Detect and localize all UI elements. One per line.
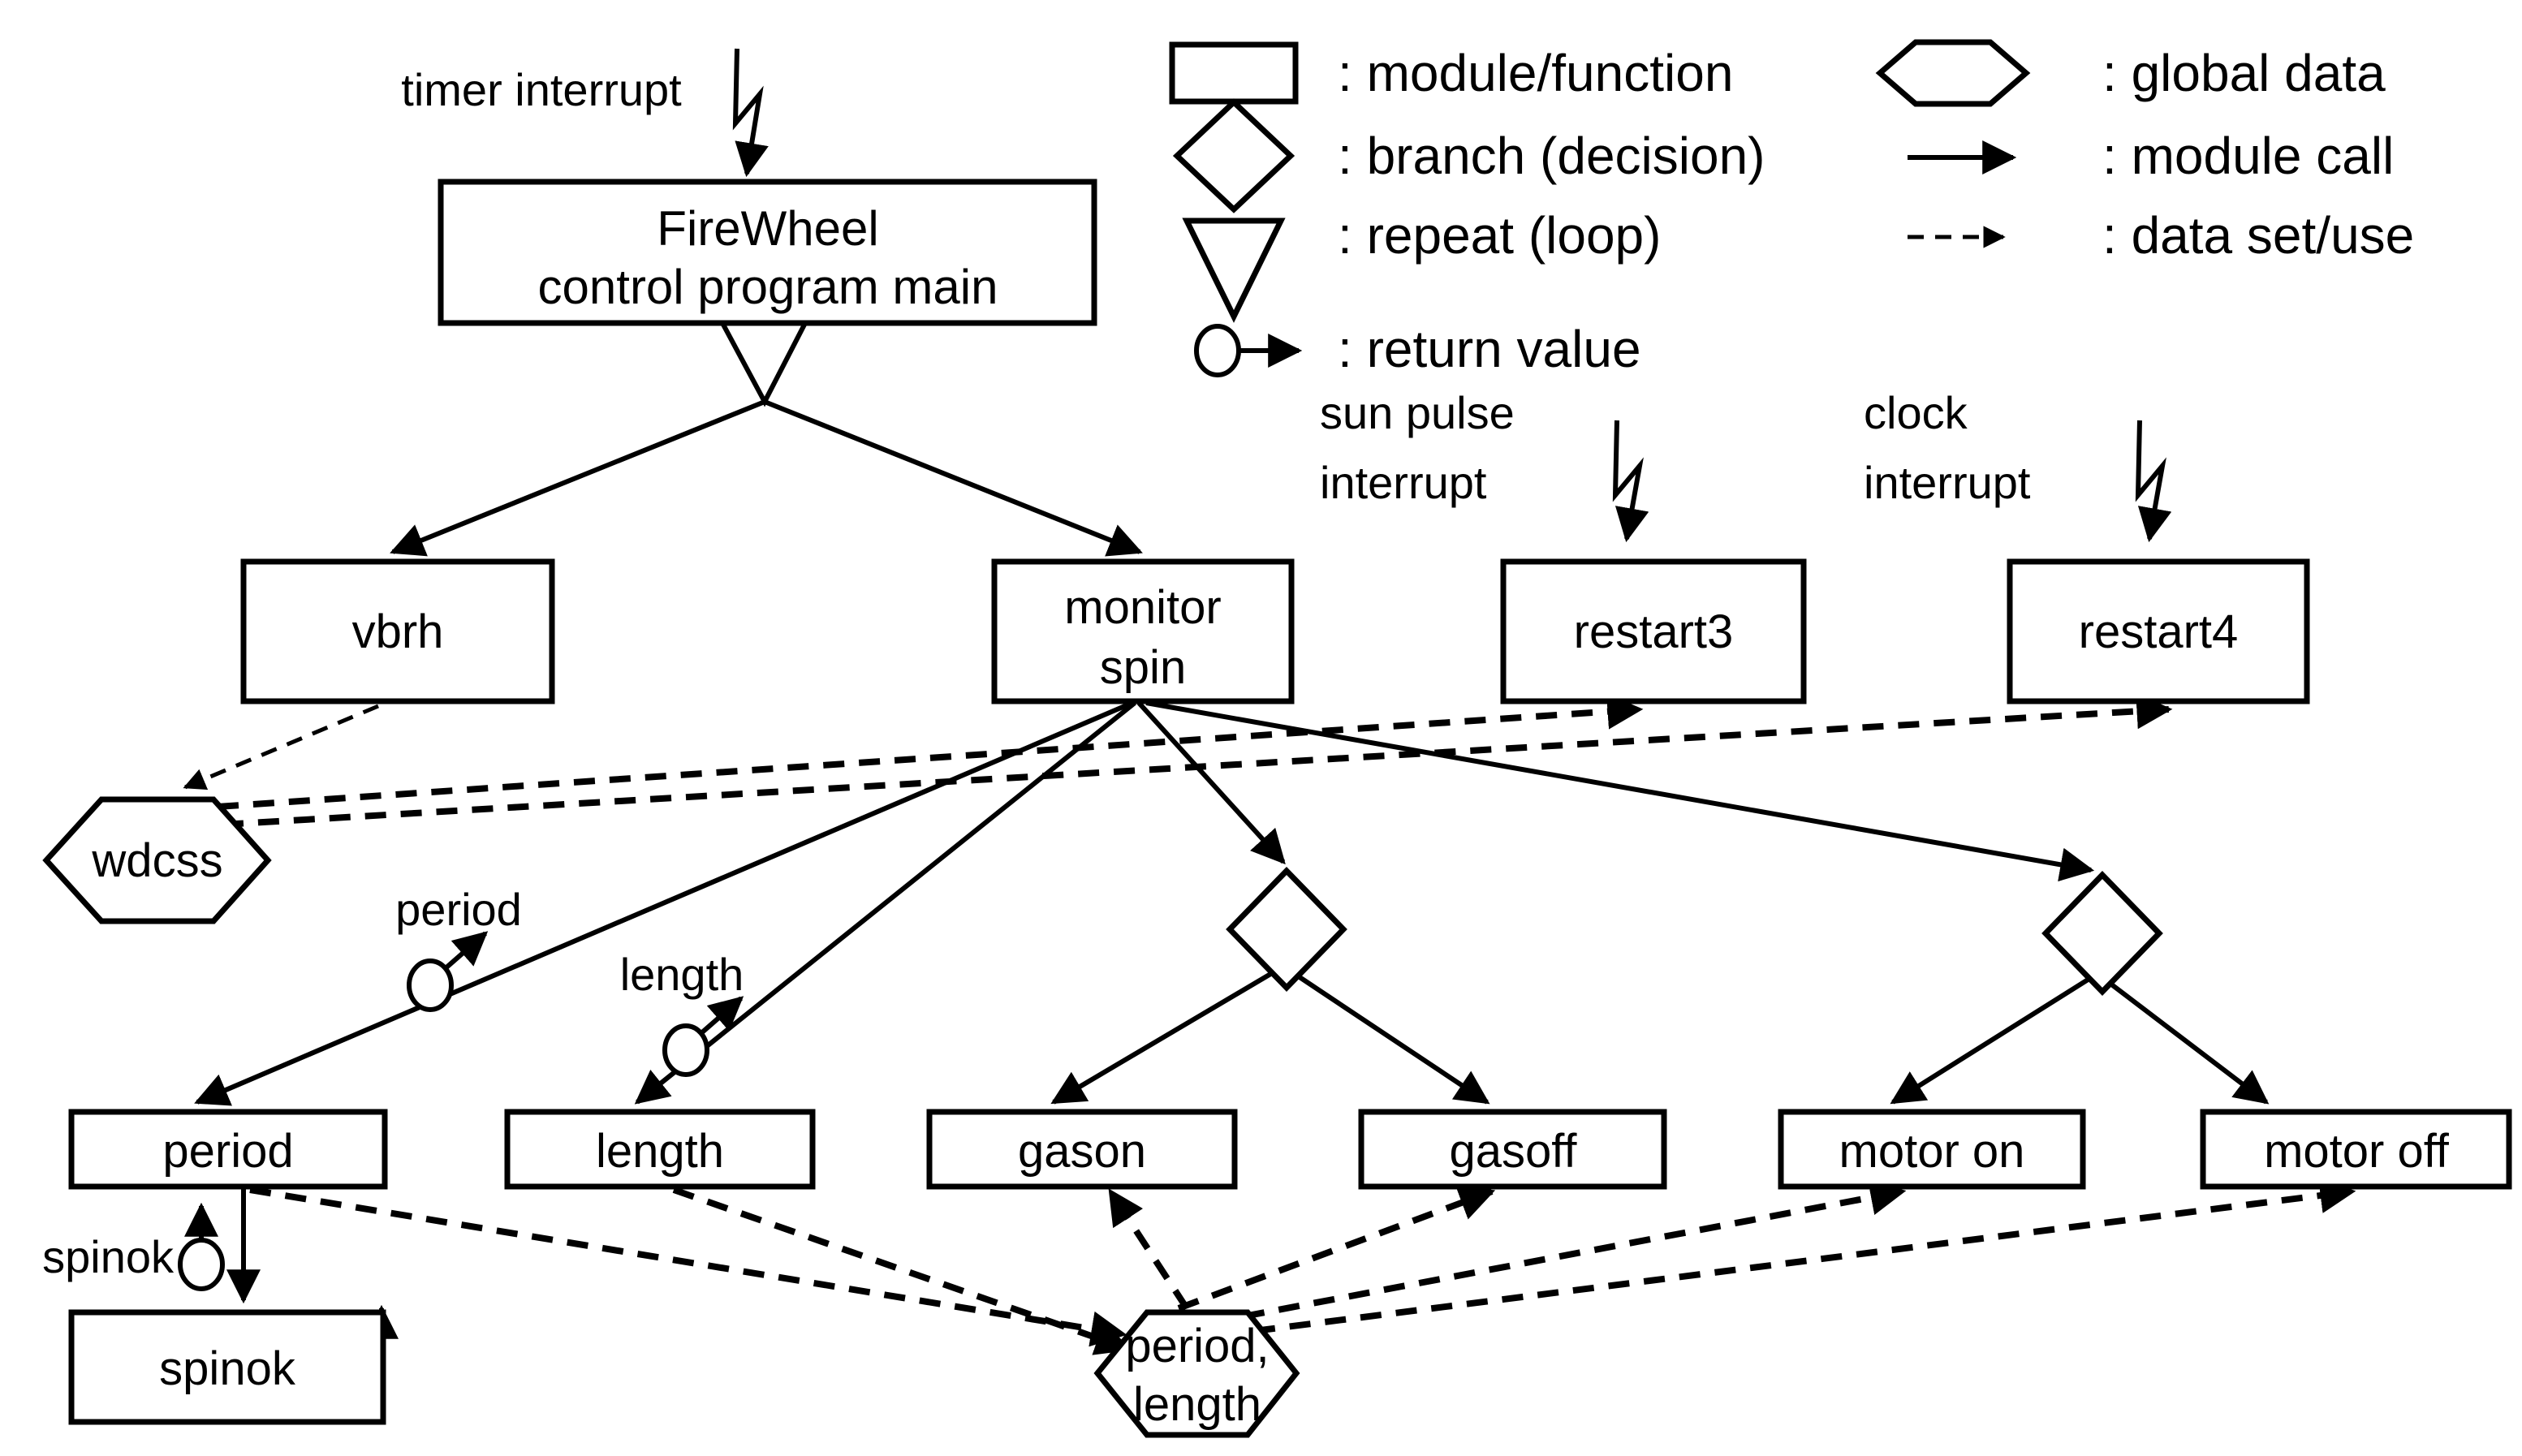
edge-globaldata-to-motor-on (1243, 1179, 1907, 1320)
sun-pulse-label-line1: sun pulse (1320, 387, 1515, 438)
node-period-length-label-line1: period, (1125, 1320, 1269, 1372)
node-spinok (68, 1309, 386, 1425)
node-wdcss-label: wdcss (91, 834, 222, 887)
node-gasoff-label: gasoff (1450, 1125, 1578, 1178)
legend-modulecall-label: : module call (2102, 127, 2394, 185)
node-restart3 (1500, 558, 1807, 704)
node-firewheel-main-label-line2: control program main (538, 260, 998, 314)
return-length-icon (662, 1023, 709, 1077)
node-period-length-label-line2: length (1133, 1378, 1261, 1431)
return-length-arrow (701, 996, 744, 1035)
node-period-length-globaldata (1093, 1309, 1300, 1438)
node-period-label: period (162, 1125, 293, 1178)
node-motor-off-label: motor off (2264, 1125, 2450, 1178)
return-spinok-label: spinok (42, 1231, 175, 1282)
interrupt-annotations: timer interrupt sun pulse interrupt cloc… (401, 48, 2172, 543)
sun-pulse-lightning-icon (1612, 420, 1649, 543)
timer-interrupt-label: timer interrupt (401, 64, 682, 115)
legend-repeat-label: : repeat (loop) (1338, 206, 1661, 265)
motor-branch-decision-icon (2041, 870, 2163, 997)
edge-monitor-to-motor-branch (1145, 700, 2095, 882)
node-length (504, 1109, 816, 1190)
edge-wdcss-to-restart3 (217, 693, 1644, 810)
edge-vbrh-to-wdcss (183, 704, 379, 790)
node-motor-on-label: motor on (1839, 1125, 2025, 1178)
node-restart4 (2007, 558, 2310, 704)
legend-repeat-icon (1182, 218, 1286, 323)
legend-branch-icon (1172, 98, 1295, 213)
node-gason (926, 1109, 1238, 1190)
node-gason-label: gason (1018, 1125, 1146, 1178)
timer-lightning-icon (732, 48, 769, 178)
clock-label-line1: clock (1864, 387, 1968, 438)
legend-branch-label: : branch (decision) (1338, 127, 1765, 185)
legend-module-label: : module/function (1338, 44, 1733, 102)
clock-lightning-icon (2135, 420, 2172, 543)
return-period-label: period (395, 884, 522, 935)
legend-globaldata-label: : global data (2102, 44, 2386, 102)
node-period (68, 1109, 388, 1190)
edge-wdcss-to-restart4 (222, 693, 2173, 828)
clock-label-line2: interrupt (1864, 457, 2031, 508)
gas-branch-decision-icon (1226, 866, 1347, 993)
sun-pulse-label-line2: interrupt (1320, 457, 1487, 508)
node-monitor-spin-label-line2: spin (1100, 641, 1186, 694)
loop-vee-main (720, 321, 808, 407)
legend-module-icon (1169, 41, 1299, 105)
node-vbrh-label: vbrh (352, 605, 444, 658)
node-monitor-spin (991, 558, 1295, 704)
return-spinok-icon (178, 1238, 225, 1291)
edge-main-to-monitor-spin (763, 399, 1143, 557)
return-length-label: length (620, 949, 744, 1000)
edge-globaldata-to-gasoff (1177, 1186, 1496, 1312)
node-motor-off (2200, 1109, 2512, 1190)
edge-length-to-globaldata (672, 1187, 1132, 1355)
node-restart4-label: restart4 (2079, 605, 2239, 658)
edge-period-to-globaldata (249, 1187, 1127, 1347)
node-motor-on (1778, 1109, 2086, 1190)
edge-monitor-to-period (194, 700, 1134, 1106)
node-firewheel-main (438, 179, 1097, 326)
return-period-icon (407, 958, 454, 1012)
legend-datasetuse-label: : data set/use (2102, 206, 2414, 265)
edge-monitor-to-length (634, 700, 1136, 1105)
node-firewheel-main-label-line1: FireWheel (657, 201, 878, 256)
node-restart3-label: restart3 (1574, 605, 1734, 658)
return-value-annotations: period length spinok (42, 884, 744, 1291)
legend-globaldata-icon (1875, 39, 2031, 107)
edge-globaldata-to-motor-off (1253, 1178, 2356, 1334)
node-length-label: length (596, 1125, 724, 1178)
node-gasoff (1358, 1109, 1667, 1190)
node-spinok-label: spinok (159, 1342, 296, 1395)
edge-monitor-to-gas-branch (1136, 700, 1286, 865)
edge-main-to-vbrh (390, 399, 766, 557)
return-period-arrow (445, 931, 489, 970)
node-monitor-spin-label-line1: monitor (1064, 581, 1221, 634)
legend-return-label: : return value (1338, 320, 1641, 378)
data-edges (183, 693, 2356, 1355)
edge-globaldata-to-gason (1107, 1188, 1190, 1311)
legend: : module/function : branch (decision) : … (1169, 39, 2414, 378)
nodes: FireWheel control program main vbrh moni… (42, 179, 2512, 1438)
node-vbrh (240, 558, 555, 704)
legend-return-icon (1194, 324, 1241, 377)
node-wdcss-globaldata (42, 796, 272, 924)
